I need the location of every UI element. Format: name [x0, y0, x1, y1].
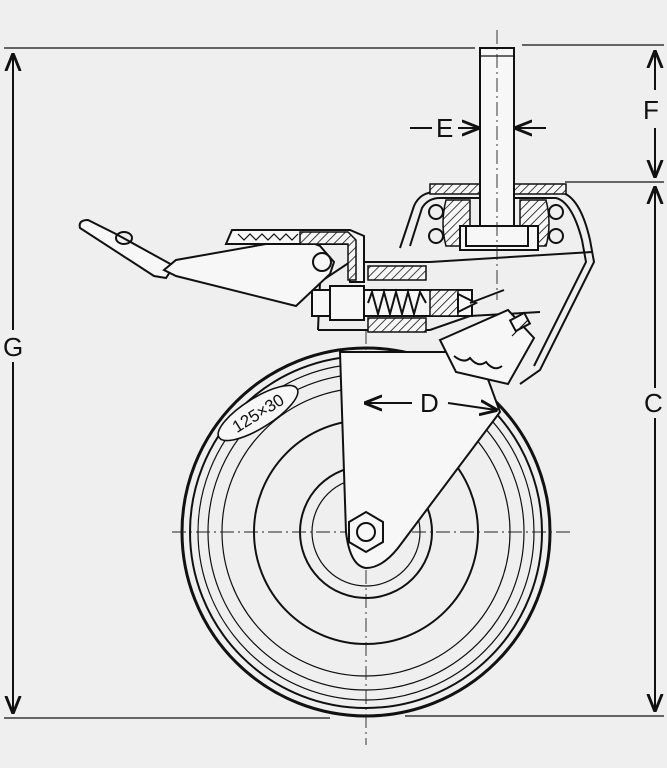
bearing-ball: [428, 204, 444, 220]
dimension-g: G: [3, 47, 475, 719]
bearing-ball: [428, 228, 444, 244]
dimension-e: E: [410, 113, 546, 143]
dimension-d: D: [366, 388, 496, 418]
brake-shoe: [438, 308, 536, 386]
dimension-f: F: [522, 44, 664, 176]
king-pin-stem: [465, 30, 529, 300]
brake-spring-assembly: [311, 265, 505, 333]
dimension-e-label: E: [436, 113, 453, 143]
lever-pivot: [312, 252, 332, 272]
bearing-ball: [548, 204, 564, 220]
dimension-c: C: [405, 181, 664, 717]
axle-nut: [348, 510, 384, 554]
brake-pedal[interactable]: [78, 218, 365, 308]
dimension-g-label: G: [3, 332, 23, 362]
dimension-c-label: C: [644, 388, 663, 418]
bearing-ball: [548, 228, 564, 244]
dimension-f-label: F: [643, 95, 659, 125]
dimension-d-label: D: [420, 388, 439, 418]
